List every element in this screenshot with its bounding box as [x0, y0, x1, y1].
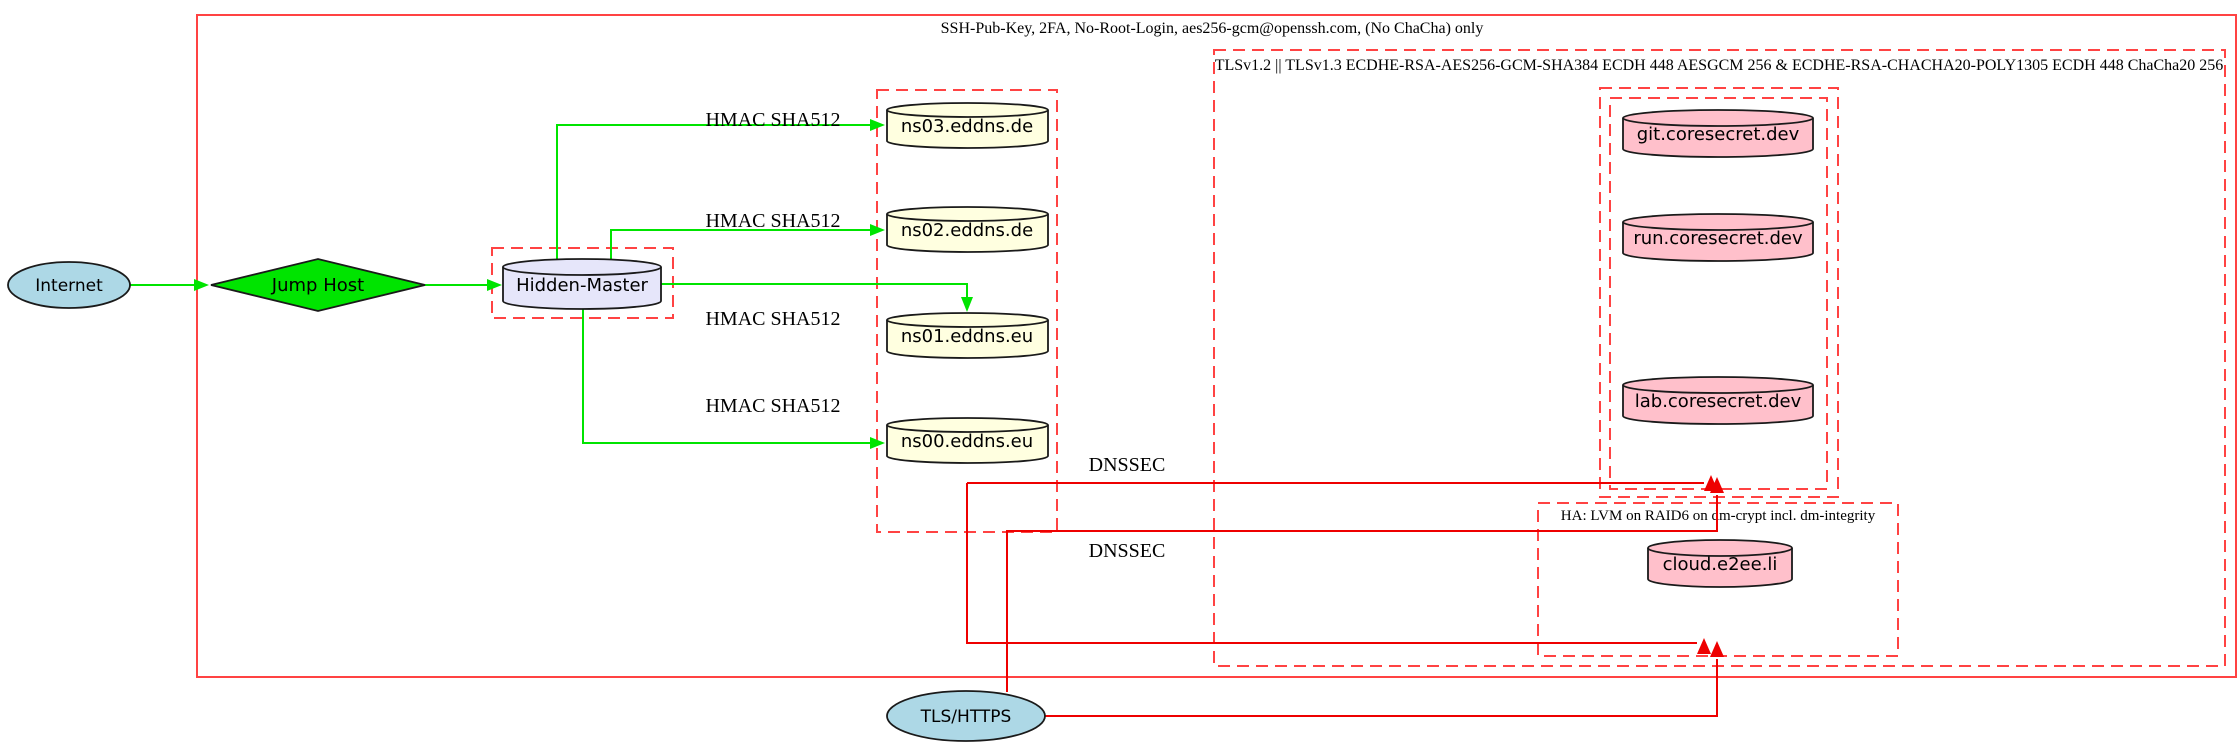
cluster-labels: SSH-Pub-Key, 2FA, No-Root-Login, aes256-… [941, 20, 2224, 524]
git-cylinder [1622, 109, 1814, 158]
edge-labels: HMAC SHA512 HMAC SHA512 HMAC SHA512 HMAC… [705, 109, 1165, 562]
lab-cylinder [1622, 376, 1814, 425]
nodes: Internet Jump Host Hidden-Master ns03.ed… [7, 102, 1814, 742]
ns00-cylinder [886, 417, 1049, 464]
hidden-master-cylinder [502, 258, 662, 310]
edge-hiddenmaster-to-ns00 [582, 309, 870, 444]
node-run-coresecret: run.coresecret.dev [1622, 213, 1814, 262]
cluster-tls-box [1213, 49, 2226, 667]
jump-host-label: Jump Host [271, 275, 364, 296]
internet-ellipse [7, 261, 131, 309]
edge-tlshttps-to-coresecret [1006, 495, 1718, 692]
green-edges [130, 119, 973, 449]
edge-label-dnssec-1: DNSSEC [1089, 454, 1166, 476]
hidden-master-label: Hidden-Master [516, 275, 648, 296]
internet-label: Internet [35, 276, 103, 296]
ns03-cylinder-lid [886, 109, 1049, 118]
edge-dnssec-to-ha [966, 483, 1697, 644]
edge-label-dnssec-2: DNSSEC [1089, 540, 1166, 562]
edge-hiddenmaster-to-ns02 [610, 229, 870, 262]
ns02-cylinder [886, 206, 1049, 253]
node-jump-host: Jump Host [210, 258, 426, 312]
arrowhead-dnssec-to-ha [1697, 638, 1711, 654]
arrowhead-tlshttps-to-ha [1710, 641, 1724, 657]
edge-label-hmac-ns03: HMAC SHA512 [705, 109, 840, 131]
cluster-ssh-label: SSH-Pub-Key, 2FA, No-Root-Login, aes256-… [941, 20, 1484, 37]
run-cylinder-lid [1622, 221, 1814, 231]
node-ns00: ns00.eddns.eu [886, 417, 1049, 464]
node-git-coresecret: git.coresecret.dev [1622, 109, 1814, 158]
ns02-cylinder-lid [886, 213, 1049, 222]
cluster-ssh-box [196, 14, 2237, 678]
ns01-label: ns01.eddns.eu [901, 326, 1033, 347]
cloud-cylinder-lid [1647, 547, 1793, 557]
ns03-label: ns03.eddns.de [901, 116, 1033, 137]
arrowhead-internet-to-jumphost [194, 279, 209, 291]
arrowhead-hiddenmaster-to-ns02 [870, 224, 885, 236]
cloud-label: cloud.e2ee.li [1663, 554, 1778, 575]
run-label: run.coresecret.dev [1633, 228, 1803, 249]
ns00-label: ns00.eddns.eu [901, 431, 1033, 452]
node-hidden-master: Hidden-Master [502, 258, 662, 310]
arrowhead-hiddenmaster-to-ns00 [870, 437, 885, 449]
ns03-cylinder [886, 102, 1049, 149]
ns01-cylinder-lid [886, 319, 1049, 328]
node-cloud-e2ee: cloud.e2ee.li [1647, 539, 1793, 588]
node-tls-https: TLS/HTTPS [886, 690, 1046, 742]
edge-label-hmac-ns00: HMAC SHA512 [705, 395, 840, 417]
cluster-ha-label: HA: LVM on RAID6 on dm-crypt incl. dm-in… [1561, 508, 1876, 524]
edge-hiddenmaster-to-ns03 [556, 124, 870, 262]
edge-label-hmac-ns01: HMAC SHA512 [705, 308, 840, 330]
node-ns03: ns03.eddns.de [886, 102, 1049, 149]
lab-label: lab.coresecret.dev [1635, 391, 1802, 412]
tls-https-ellipse [886, 690, 1046, 742]
arrowhead-jumphost-to-hiddenmaster [487, 279, 502, 291]
ns00-cylinder-lid [886, 424, 1049, 433]
cloud-cylinder [1647, 539, 1793, 588]
node-ns02: ns02.eddns.de [886, 206, 1049, 253]
ns01-cylinder [886, 312, 1049, 359]
node-internet: Internet [7, 261, 131, 309]
tls-https-label: TLS/HTTPS [920, 707, 1012, 727]
cluster-boxes [196, 14, 2237, 678]
arrowhead-hiddenmaster-to-ns03 [870, 119, 885, 131]
ns02-label: ns02.eddns.de [901, 220, 1033, 241]
edge-hiddenmaster-to-ns01 [661, 283, 968, 297]
cluster-coresecret-outer-box [1599, 87, 1839, 498]
node-lab-coresecret: lab.coresecret.dev [1622, 376, 1814, 425]
git-cylinder-lid [1622, 117, 1814, 127]
arrowhead-tlshttps-to-coresecret [1710, 477, 1724, 493]
jump-host-diamond [210, 258, 426, 312]
arrowhead-hiddenmaster-to-ns01 [961, 297, 973, 312]
edge-label-hmac-ns02: HMAC SHA512 [705, 210, 840, 232]
run-cylinder [1622, 213, 1814, 262]
edge-tlshttps-to-ha [1045, 659, 1718, 717]
red-edges [966, 475, 1724, 717]
hidden-master-cylinder-lid [502, 266, 662, 276]
cluster-tls-label: TLSv1.2 || TLSv1.3 ECDHE-RSA-AES256-GCM-… [1215, 57, 2224, 74]
lab-cylinder-lid [1622, 384, 1814, 394]
node-ns01: ns01.eddns.eu [886, 312, 1049, 359]
git-label: git.coresecret.dev [1637, 124, 1800, 145]
